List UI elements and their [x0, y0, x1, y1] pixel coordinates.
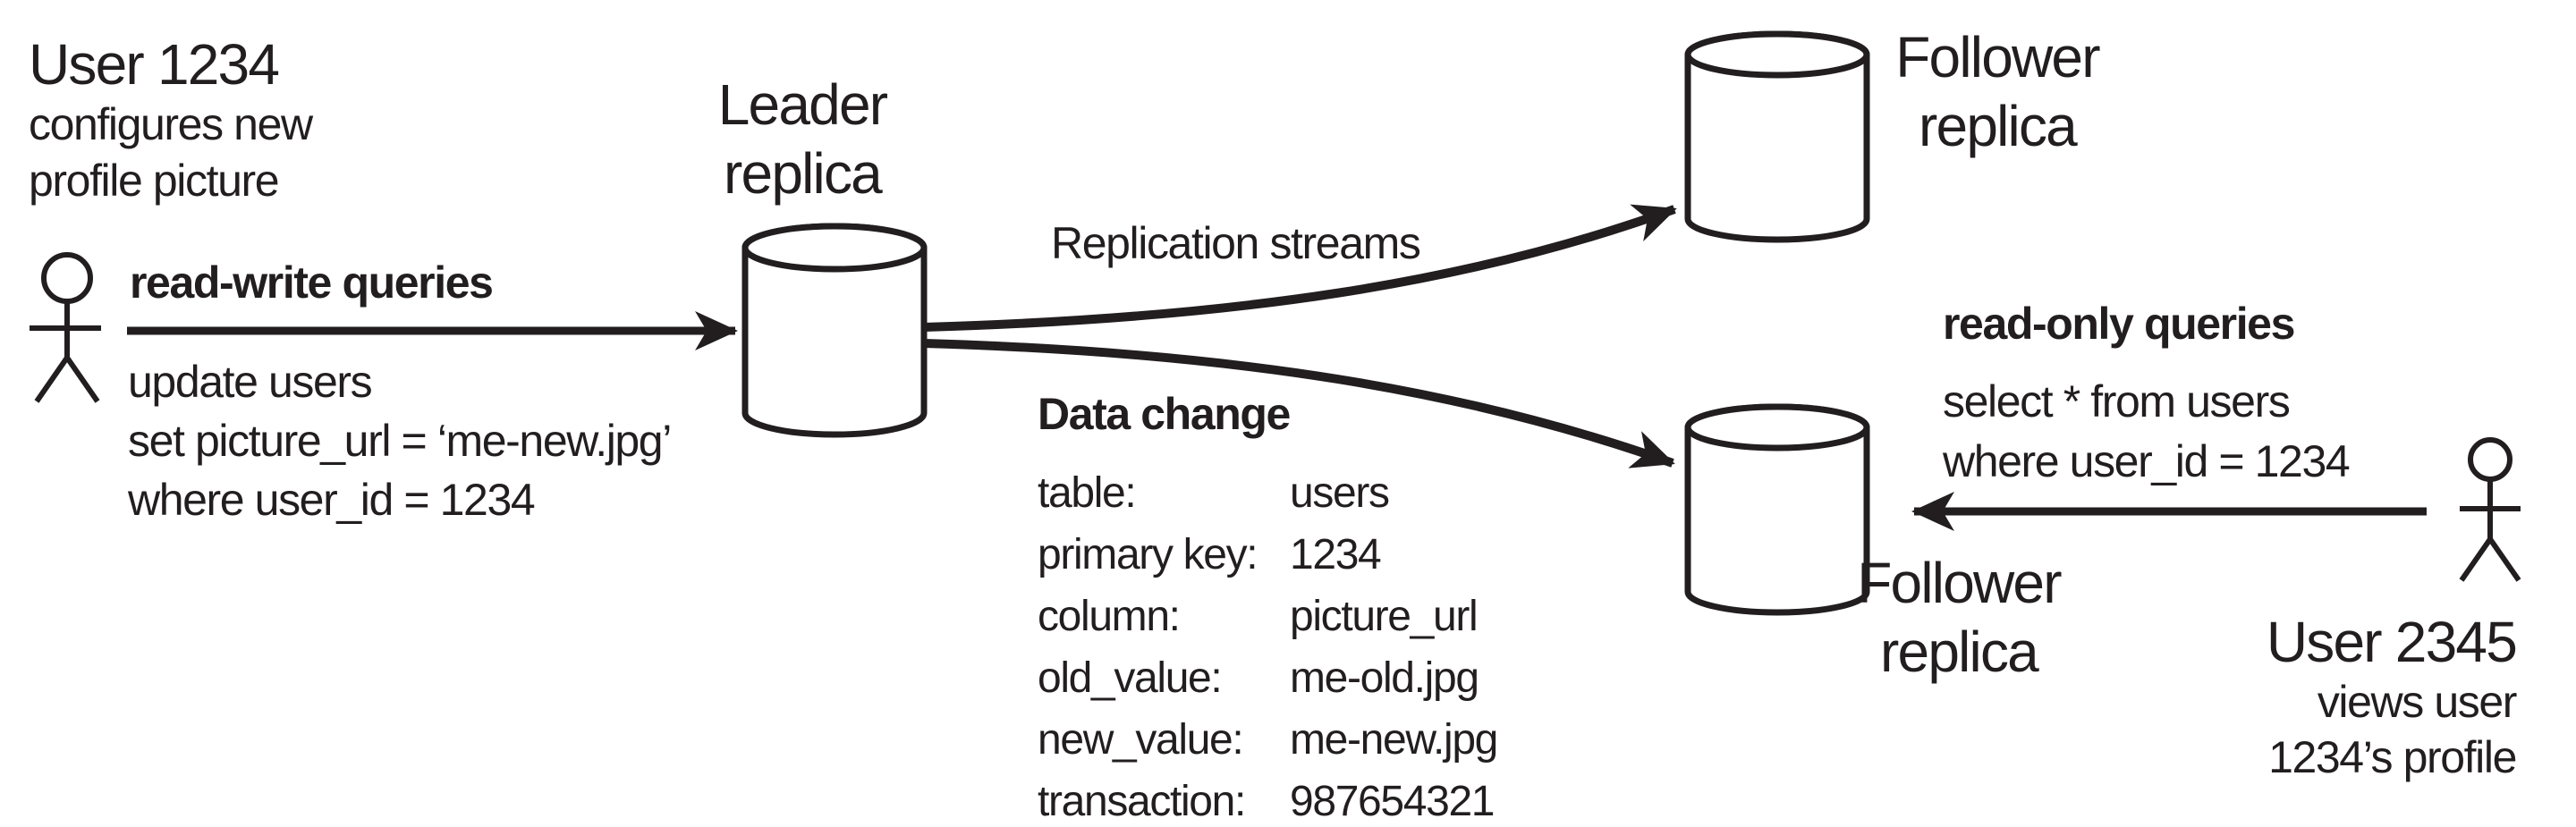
left-user-subtitle1: configures new — [29, 99, 313, 149]
replication-stream-arrow-bottom — [923, 339, 1675, 468]
left-user-subtitle2: profile picture — [29, 156, 280, 206]
data-change-value: 987654321 — [1290, 778, 1496, 825]
left-user-title: User 1234 — [29, 32, 280, 97]
data-change-key: table: — [1038, 469, 1137, 517]
data-change-row: primary key: 1234 — [1038, 530, 1382, 579]
read-write-query-line3: where user_id = 1234 — [128, 475, 536, 525]
data-change-key: primary key: — [1038, 531, 1258, 578]
follower-bottom-label-line2: replica — [1880, 620, 2039, 684]
follower-bottom-cylinder-icon — [1684, 403, 1870, 616]
data-change-key: new_value: — [1038, 716, 1244, 764]
read-only-query-line1: select * from users — [1943, 376, 2291, 426]
data-change-value: 1234 — [1290, 531, 1382, 578]
right-user-subtitle1: views user — [2317, 677, 2518, 727]
data-change-row: old_value: me-old.jpg — [1038, 654, 1479, 703]
leader-label-line1: Leader — [717, 72, 888, 137]
data-change-title: Data change — [1038, 389, 1291, 439]
data-change-value: me-new.jpg — [1290, 716, 1498, 764]
data-change-row: table: users — [1038, 468, 1390, 518]
read-write-query-line2: set picture_url = ‘me-new.jpg’ — [128, 416, 672, 466]
data-change-value: users — [1290, 469, 1390, 517]
data-change-key: old_value: — [1038, 654, 1223, 702]
follower-bottom-label-line1: Follower — [1857, 551, 2062, 615]
data-change-row: transaction: 987654321 — [1038, 777, 1496, 826]
replication-stream-arrow-top — [923, 204, 1677, 332]
read-only-queries-label: read-only queries — [1943, 299, 2295, 349]
leader-replica-cylinder-icon — [741, 223, 928, 438]
data-change-key: transaction: — [1038, 778, 1246, 825]
data-change-value: me-old.jpg — [1290, 654, 1479, 702]
follower-top-label-line1: Follower — [1895, 25, 2100, 89]
follower-top-cylinder-icon — [1684, 30, 1870, 243]
read-write-query-line1: update users — [128, 357, 373, 407]
read-only-query-line2: where user_id = 1234 — [1943, 436, 2351, 486]
data-change-value: picture_url — [1290, 593, 1479, 640]
replication-streams-label: Replication streams — [1051, 218, 1421, 268]
data-change-row: column: picture_url — [1038, 592, 1479, 641]
right-user-title: User 2345 — [2266, 610, 2518, 674]
user-1234-stick-figure-icon — [30, 252, 101, 403]
data-change-key: column: — [1038, 593, 1181, 640]
data-change-row: new_value: me-new.jpg — [1038, 715, 1498, 764]
user-2345-stick-figure-icon — [2459, 437, 2521, 582]
right-user-subtitle2: 1234’s profile — [2268, 732, 2517, 782]
leader-label-line2: replica — [724, 141, 883, 206]
read-write-queries-label: read-write queries — [130, 257, 494, 308]
follower-top-label-line2: replica — [1919, 94, 2078, 158]
